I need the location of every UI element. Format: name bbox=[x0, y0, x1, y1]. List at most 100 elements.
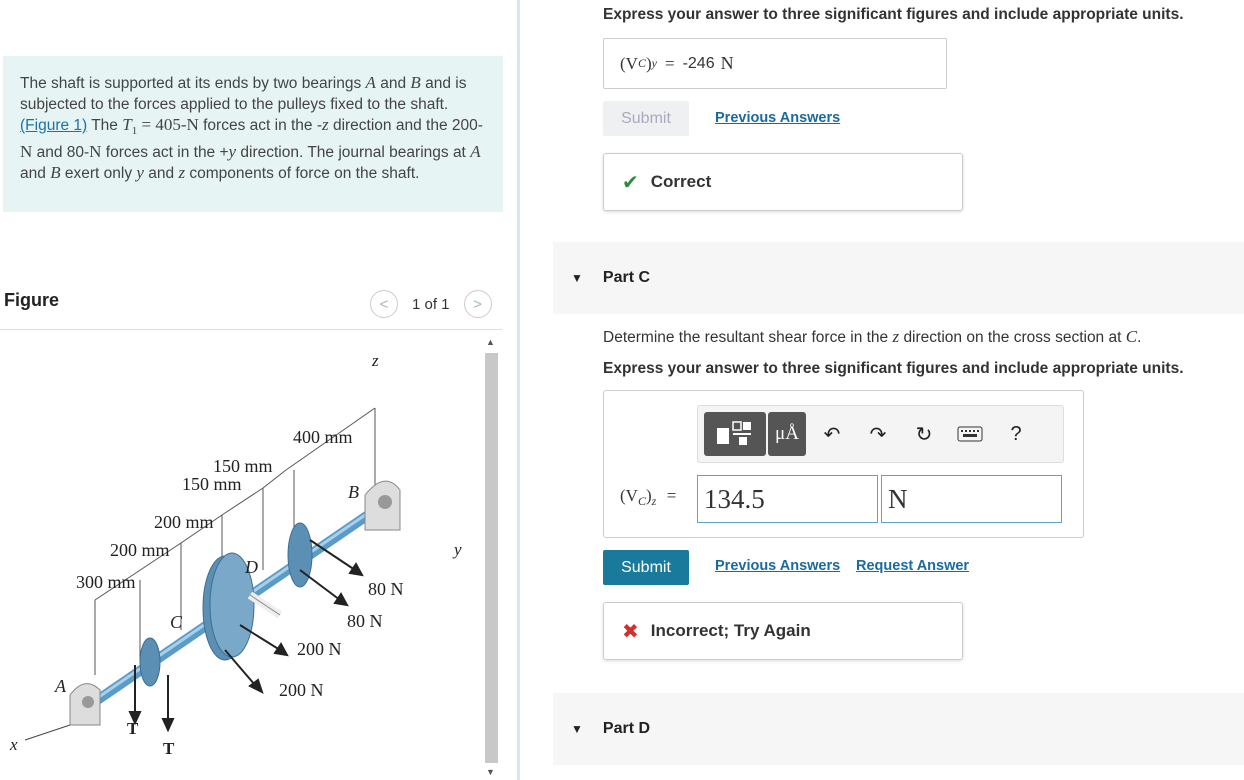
figure-counter: 1 of 1 bbox=[412, 295, 450, 313]
problem-text: direction. The journal bearings at bbox=[240, 143, 466, 161]
keyboard-icon[interactable] bbox=[950, 414, 990, 454]
eq-variable: z bbox=[651, 494, 657, 509]
problem-text: and 80- bbox=[36, 143, 90, 161]
answer-variable: y bbox=[651, 56, 657, 70]
z-symbol: z bbox=[178, 163, 186, 183]
value-200: 200- bbox=[451, 117, 483, 134]
units-button[interactable]: μÅ bbox=[768, 412, 806, 456]
reset-icon[interactable]: ↻ bbox=[915, 423, 933, 446]
problem-text: forces act in the + bbox=[105, 143, 229, 161]
divider bbox=[0, 329, 502, 330]
x-icon: ✖ bbox=[622, 620, 639, 643]
force-200-label: 200 N bbox=[297, 639, 342, 659]
redo-icon[interactable]: ↷ bbox=[869, 423, 887, 446]
problem-text: and bbox=[20, 165, 46, 183]
previous-answers-link[interactable]: Previous Answers bbox=[715, 558, 841, 574]
dim-200-label: 200 mm bbox=[110, 540, 170, 560]
right-panel: Express your answer to three significant… bbox=[520, 0, 1244, 780]
problem-text: direction and the bbox=[332, 117, 448, 134]
undo-icon[interactable]: ↶ bbox=[823, 423, 841, 446]
figure-link[interactable]: (Figure 1) bbox=[20, 117, 88, 134]
dim-400-label: 400 mm bbox=[293, 427, 353, 447]
checkmark-icon: ✔ bbox=[622, 171, 639, 194]
scroll-thumb[interactable] bbox=[485, 353, 498, 763]
problem-text: and bbox=[380, 75, 407, 92]
dim-150-label: 150 mm bbox=[182, 474, 242, 494]
c-symbol: C bbox=[1125, 327, 1138, 346]
z-symbol: z bbox=[892, 327, 900, 346]
eq-subscript: C bbox=[637, 494, 646, 509]
point-a-label: A bbox=[54, 676, 67, 696]
point-d-label: D bbox=[244, 557, 258, 577]
y-symbol: y bbox=[136, 163, 144, 183]
unit-n: N bbox=[89, 141, 102, 161]
submit-button[interactable]: Submit bbox=[603, 101, 689, 136]
scroll-down-icon[interactable]: ▼ bbox=[486, 767, 495, 777]
scroll-up-icon[interactable]: ▲ bbox=[486, 337, 495, 347]
t1-label: T bbox=[163, 739, 175, 758]
equation-label: (VC)z = bbox=[620, 486, 677, 509]
answer-subscript: C bbox=[637, 56, 646, 70]
figure-navigation: < 1 of 1 > bbox=[370, 290, 492, 318]
t1-value: = 405- bbox=[141, 115, 187, 134]
answer-label: (V bbox=[620, 53, 638, 73]
request-answer-link[interactable]: Request Answer bbox=[856, 558, 970, 574]
templates-icon[interactable] bbox=[704, 412, 766, 456]
t1-label: T bbox=[127, 719, 139, 738]
math-toolbar: μÅ ↶ ↷ ↻ ? bbox=[697, 405, 1064, 463]
question-text: . bbox=[1137, 329, 1142, 346]
bearing-a-symbol: A bbox=[470, 141, 481, 161]
problem-text: components of force on the shaft. bbox=[189, 165, 420, 183]
question-text: direction on the cross section at bbox=[903, 329, 1122, 346]
eq-label-text: (V bbox=[620, 486, 638, 505]
unit-n: N bbox=[20, 141, 33, 161]
problem-statement: The shaft is supported at its ends by tw… bbox=[3, 56, 503, 212]
feedback-text: Incorrect; Try Again bbox=[650, 621, 811, 640]
panel-divider bbox=[517, 0, 520, 780]
x-axis-label: x bbox=[9, 735, 18, 754]
feedback-incorrect: ✖ Incorrect; Try Again bbox=[603, 602, 963, 660]
part-d-title: Part D bbox=[602, 720, 651, 737]
bearing-b-symbol: B bbox=[50, 163, 61, 183]
part-d-header[interactable]: ▼ Part D bbox=[553, 693, 1244, 765]
collapse-triangle-icon[interactable]: ▼ bbox=[571, 271, 583, 285]
equals-sign: = bbox=[666, 486, 677, 505]
dim-150-label: 150 mm bbox=[213, 456, 273, 476]
y-symbol: y bbox=[228, 141, 237, 161]
feedback-correct: ✔ Correct bbox=[603, 153, 963, 211]
problem-text: The bbox=[91, 117, 118, 134]
problem-text: The shaft is supported at its ends by tw… bbox=[20, 75, 362, 92]
previous-answers-link[interactable]: Previous Answers bbox=[715, 110, 841, 126]
force-200-label: 200 N bbox=[279, 680, 324, 700]
unit-input[interactable]: N bbox=[881, 475, 1062, 523]
collapse-triangle-icon[interactable]: ▼ bbox=[571, 722, 583, 736]
question-text: Determine the resultant shear force in t… bbox=[603, 329, 889, 346]
t1-symbol: T bbox=[122, 115, 132, 134]
problem-text: and is subjected to the forces applied t… bbox=[20, 75, 467, 113]
part-c-question: Determine the resultant shear force in t… bbox=[603, 327, 1141, 347]
part-c-title: Part C bbox=[602, 269, 651, 286]
chevron-left-icon[interactable]: < bbox=[370, 290, 398, 318]
point-b-label: B bbox=[348, 482, 359, 502]
left-panel: The shaft is supported at its ends by tw… bbox=[0, 0, 515, 780]
answer-value: -246 bbox=[682, 54, 715, 72]
equals-sign: = bbox=[664, 53, 675, 73]
problem-text: forces act in the - bbox=[203, 117, 323, 134]
problem-text: exert only bbox=[64, 165, 133, 183]
help-icon[interactable]: ? bbox=[1010, 422, 1022, 445]
shaft-figure: z y x 400 mm 150 mm 150 mm 200 mm 200 mm… bbox=[9, 351, 462, 758]
bearing-b-symbol: B bbox=[410, 73, 421, 92]
force-80-label: 80 N bbox=[368, 579, 404, 599]
submit-button[interactable]: Submit bbox=[603, 550, 689, 585]
chevron-right-icon[interactable]: > bbox=[463, 290, 492, 318]
point-c-label: C bbox=[170, 612, 183, 632]
z-axis-label: z bbox=[371, 351, 379, 370]
part-c-header[interactable]: ▼ Part C bbox=[553, 242, 1244, 314]
value-input[interactable]: 134.5 bbox=[697, 475, 878, 523]
dim-200-label: 200 mm bbox=[154, 512, 214, 532]
y-axis-label: y bbox=[452, 540, 462, 559]
figure-scrollbar[interactable]: ▲ ▼ bbox=[483, 335, 500, 780]
unit-n: N bbox=[186, 115, 199, 134]
figure-title: Figure bbox=[4, 290, 60, 310]
